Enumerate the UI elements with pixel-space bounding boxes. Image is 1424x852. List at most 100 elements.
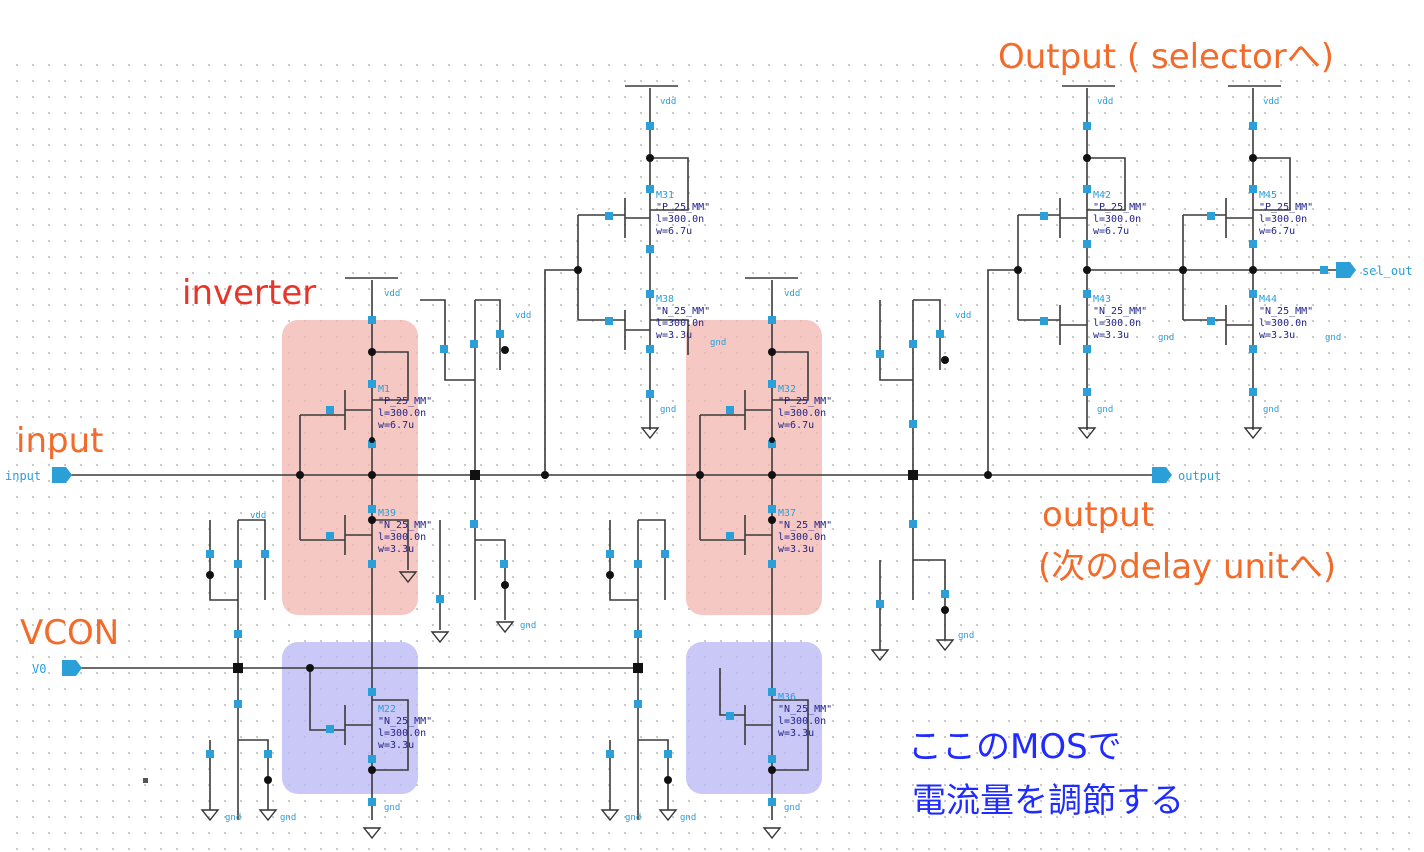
- svg-text:"N_25_MM": "N_25_MM": [378, 716, 432, 727]
- transistor-label-m37: M37 "N_25_MM" l=300.0n w=3.3u: [778, 508, 832, 555]
- svg-text:l=300.0n: l=300.0n: [778, 408, 826, 419]
- v0-port-label: V0: [32, 662, 46, 676]
- sel-out-port-label: sel_out: [1362, 264, 1413, 278]
- svg-text:w=3.3u: w=3.3u: [778, 728, 814, 739]
- svg-text:l=300.0n: l=300.0n: [778, 532, 826, 543]
- svg-text:l=300.0n: l=300.0n: [1259, 318, 1307, 329]
- svg-text:w=6.7u: w=6.7u: [378, 420, 414, 431]
- transistor-label-m39: M39 "N_25_MM" l=300.0n w=3.3u: [378, 508, 432, 555]
- svg-text:w=3.3u: w=3.3u: [1093, 330, 1129, 341]
- svg-text:l=300.0n: l=300.0n: [1093, 318, 1141, 329]
- v0-port[interactable]: V0: [32, 660, 82, 676]
- svg-text:M45: M45: [1259, 190, 1277, 201]
- svg-text:M36: M36: [778, 692, 796, 703]
- svg-text:M37: M37: [778, 508, 796, 519]
- transistor-label-m43: M43 "N_25_MM" l=300.0n w=3.3u: [1093, 294, 1147, 341]
- svg-text:w=3.3u: w=3.3u: [378, 544, 414, 555]
- gnd-label: gnd: [1097, 405, 1113, 415]
- svg-text:"N_25_MM": "N_25_MM": [378, 520, 432, 531]
- gnd-label: gnd: [280, 813, 296, 823]
- svg-text:M39: M39: [378, 508, 396, 519]
- svg-text:M31: M31: [656, 190, 674, 201]
- svg-text:w=3.3u: w=3.3u: [378, 740, 414, 751]
- svg-text:"P_25_MM": "P_25_MM": [1259, 202, 1313, 213]
- transistor-label-m31: M31 "P_25_MM" l=300.0n w=6.7u: [656, 190, 710, 237]
- vdd-label: vdd: [955, 311, 971, 321]
- transistor-label-m44: M44 "N_25_MM" l=300.0n w=3.3u: [1259, 294, 1313, 341]
- gnd-label: gnd: [625, 813, 641, 823]
- svg-text:w=3.3u: w=3.3u: [1259, 330, 1295, 341]
- svg-text:M42: M42: [1093, 190, 1111, 201]
- svg-text:M38: M38: [656, 294, 674, 305]
- vdd-label: vdd: [1263, 97, 1279, 107]
- sel-out-port[interactable]: sel_out: [1336, 262, 1413, 278]
- pin-markers: [206, 122, 1328, 806]
- annotation-mos-note-2: 電流量を調節する: [912, 781, 1184, 821]
- gnd-label: gnd: [660, 405, 676, 415]
- svg-text:l=300.0n: l=300.0n: [1259, 214, 1307, 225]
- svg-text:l=300.0n: l=300.0n: [378, 728, 426, 739]
- svg-text:l=300.0n: l=300.0n: [656, 318, 704, 329]
- gnd-label: gnd: [1158, 333, 1174, 343]
- svg-text:"P_25_MM": "P_25_MM": [778, 396, 832, 407]
- annotation-output-selector: Output ( selectorへ): [998, 37, 1334, 77]
- gnd-label: gnd: [520, 621, 536, 631]
- vdd-label: vdd: [784, 289, 800, 299]
- transistor-label-m1: M1 "P_25_MM" l=300.0n w=6.7u: [378, 384, 432, 431]
- rail-labels: vdd vdd vdd vdd vdd vdd vdd vdd gnd gnd …: [225, 97, 1341, 823]
- svg-text:w=6.7u: w=6.7u: [1093, 226, 1129, 237]
- svg-text:w=3.3u: w=3.3u: [656, 330, 692, 341]
- gnd-label: gnd: [225, 813, 241, 823]
- svg-text:l=300.0n: l=300.0n: [378, 532, 426, 543]
- svg-text:M1: M1: [378, 384, 390, 395]
- transistor-label-m42: M42 "P_25_MM" l=300.0n w=6.7u: [1093, 190, 1147, 237]
- input-port[interactable]: input: [5, 467, 72, 483]
- transistor-labels: M1 "P_25_MM" l=300.0n w=6.7u M39 "N_25_M…: [378, 190, 1313, 751]
- annotation-input: input: [16, 421, 103, 461]
- gnd-label: gnd: [958, 631, 974, 641]
- gnd-label: gnd: [384, 803, 400, 813]
- vdd-label: vdd: [384, 289, 400, 299]
- svg-text:"N_25_MM": "N_25_MM": [1259, 306, 1313, 317]
- svg-text:w=3.3u: w=3.3u: [778, 544, 814, 555]
- gnd-label: gnd: [1325, 333, 1341, 343]
- transistor-label-m22: M22 "N_25_MM" l=300.0n w=3.3u: [378, 704, 432, 751]
- svg-text:l=300.0n: l=300.0n: [378, 408, 426, 419]
- svg-text:M44: M44: [1259, 294, 1277, 305]
- annotation-output-next-2: (次のdelay unitへ): [1038, 547, 1336, 587]
- svg-text:"N_25_MM": "N_25_MM": [778, 520, 832, 531]
- transistor-label-m38: M38 "N_25_MM" l=300.0n w=3.3u: [656, 294, 710, 341]
- annotation-output-next: output: [1042, 495, 1154, 535]
- gnd-label: gnd: [784, 803, 800, 813]
- junction-dots: [143, 154, 1257, 784]
- annotation-mos-note-1: ここのMOSで: [908, 727, 1122, 767]
- transistor-label-m32: M32 "P_25_MM" l=300.0n w=6.7u: [778, 384, 832, 431]
- svg-text:w=6.7u: w=6.7u: [656, 226, 692, 237]
- svg-text:"P_25_MM": "P_25_MM": [656, 202, 710, 213]
- svg-text:w=6.7u: w=6.7u: [1259, 226, 1295, 237]
- svg-text:l=300.0n: l=300.0n: [656, 214, 704, 225]
- output-port[interactable]: output: [1152, 467, 1221, 483]
- annotation-vcon: VCON: [20, 613, 119, 653]
- svg-text:"N_25_MM": "N_25_MM": [1093, 306, 1147, 317]
- gnd-label: gnd: [710, 338, 726, 348]
- svg-text:w=6.7u: w=6.7u: [778, 420, 814, 431]
- current-mos-highlight-1: [282, 642, 418, 794]
- input-port-label: input: [5, 469, 41, 483]
- svg-text:"N_25_MM": "N_25_MM": [656, 306, 710, 317]
- gnd-label: gnd: [680, 813, 696, 823]
- transistor-label-m45: M45 "P_25_MM" l=300.0n w=6.7u: [1259, 190, 1313, 237]
- svg-text:l=300.0n: l=300.0n: [1093, 214, 1141, 225]
- annotation-inverter: inverter: [182, 273, 316, 313]
- vdd-label: vdd: [515, 311, 531, 321]
- output-port-label: output: [1178, 469, 1221, 483]
- inverter-highlight-1: [282, 320, 418, 615]
- vdd-label: vdd: [250, 511, 266, 521]
- svg-text:"P_25_MM": "P_25_MM": [378, 396, 432, 407]
- svg-text:M32: M32: [778, 384, 796, 395]
- svg-text:M22: M22: [378, 704, 396, 715]
- inverter-highlight-2: [686, 320, 822, 615]
- vdd-label: vdd: [1097, 97, 1113, 107]
- svg-text:"P_25_MM": "P_25_MM": [1093, 202, 1147, 213]
